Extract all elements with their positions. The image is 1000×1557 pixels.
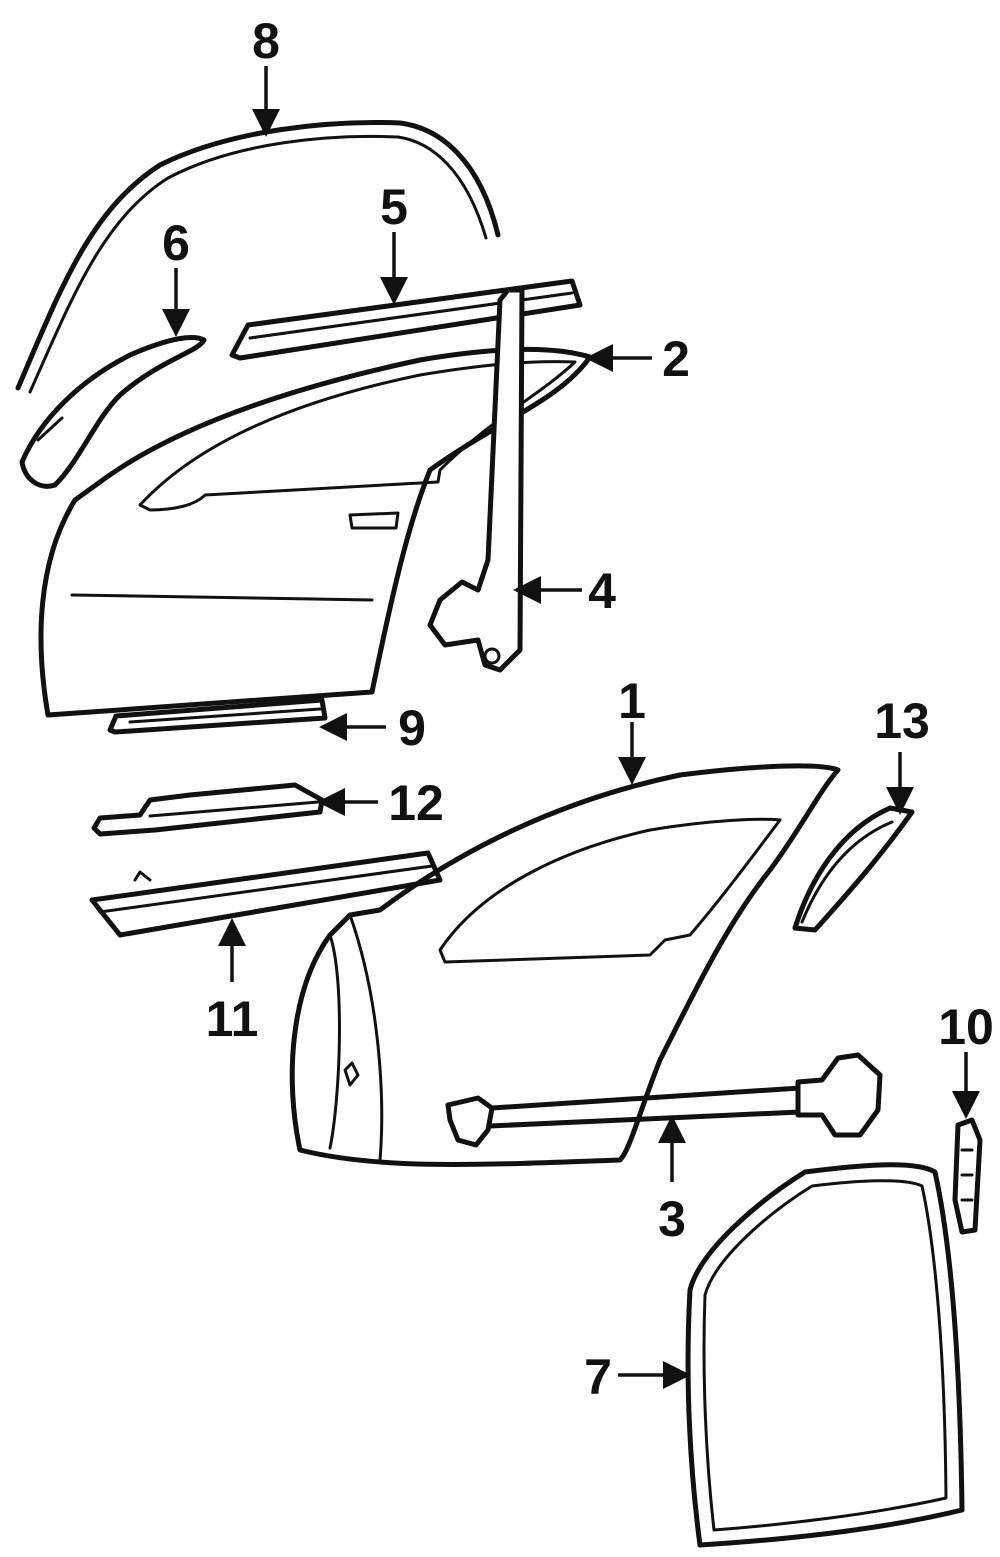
part-11-side-molding xyxy=(89,850,443,938)
callout-4: 4 xyxy=(588,563,616,619)
callout-2: 2 xyxy=(662,331,690,387)
callout-8: 8 xyxy=(252,13,280,69)
part-12-molding xyxy=(91,782,325,837)
leader-lines xyxy=(162,66,980,1389)
part-8-roof-rail-weatherstrip xyxy=(15,120,501,394)
callout-5: 5 xyxy=(380,179,408,235)
callout-9: 9 xyxy=(398,700,426,756)
callout-10: 10 xyxy=(938,999,994,1055)
callout-11: 11 xyxy=(206,991,259,1047)
part-3-door-check xyxy=(445,1052,883,1148)
part-9-inner-belt-seal xyxy=(107,697,328,735)
part-13-vertical-weatherstrip xyxy=(792,805,915,933)
part-10-bracket xyxy=(952,1117,983,1235)
callout-13: 13 xyxy=(874,693,930,749)
callout-6: 6 xyxy=(162,215,190,271)
part-4-window-regulator xyxy=(427,287,525,673)
callout-1: 1 xyxy=(618,673,646,729)
callout-12: 12 xyxy=(388,775,444,831)
callout-3: 3 xyxy=(658,1191,686,1247)
part-5-belt-molding xyxy=(229,278,583,361)
part-1-door-shell xyxy=(289,763,841,1167)
part-7-door-weatherstrip xyxy=(685,1162,965,1548)
callout-7: 7 xyxy=(584,1349,612,1405)
callout-labels: 1 2 3 4 5 6 7 8 9 10 11 12 13 xyxy=(162,13,994,1405)
part-6-upper-molding xyxy=(19,335,207,489)
